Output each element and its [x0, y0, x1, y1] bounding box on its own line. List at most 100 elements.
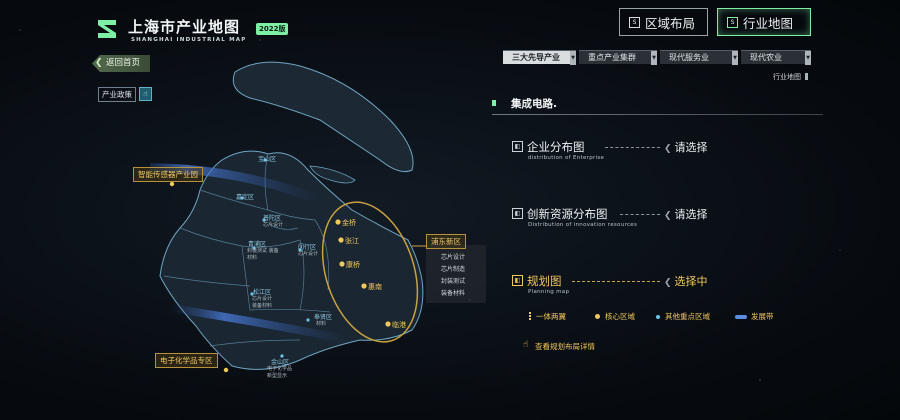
district-note: 芯片设计 [263, 222, 284, 228]
planning-map-icon: ◧ [512, 275, 523, 286]
pointer-hand-icon[interactable]: ☝ [523, 340, 529, 350]
planning-detail-link[interactable]: 查看规划布局详情 [535, 342, 595, 351]
enterprise-map-icon: ◧ [512, 141, 523, 152]
legend-label: 一体两翼 [536, 312, 566, 321]
district-label: 金山区 [271, 359, 290, 366]
category-tab-leading[interactable]: 三大先导产业 ▼ [503, 50, 576, 65]
industry-section-title: 集成电路. [511, 98, 557, 110]
district-note: 电子化学品 新型显示 [267, 366, 293, 379]
page-title: 上海市产业地图 [128, 18, 241, 36]
development-band-south [166, 304, 354, 344]
back-arrow-icon: ❮ [95, 58, 103, 68]
core-area-dots [169, 181, 391, 373]
map-name-text: 行业地图 [773, 73, 801, 81]
enterprise-select-button[interactable]: ❮请选择 [664, 139, 708, 155]
back-home-label: 返回首页 [106, 58, 141, 68]
item-subtitle: Planning map [528, 289, 570, 295]
core-site-label: 临港 [392, 321, 406, 329]
dropdown-arrow-icon[interactable]: ▼ [651, 51, 657, 65]
core-site-label: 张江 [345, 237, 359, 245]
item-title: 规划图 [527, 274, 562, 288]
legend-core-area: 核心区域 [594, 311, 635, 322]
legend-label: 发展带 [751, 312, 774, 321]
item-subtitle: Distribution of innovation resources [528, 222, 638, 228]
category-tab-cluster[interactable]: 重点产业集群 ▼ [579, 50, 657, 65]
item-title: 企业分布图 [527, 140, 585, 154]
chevron-left-icon: ❮ [664, 278, 672, 288]
district-label: 奉贤区 [314, 314, 333, 321]
dropdown-arrow-icon[interactable]: ▼ [570, 51, 576, 65]
category-tab-agriculture[interactable]: 现代农业 ▼ [741, 50, 811, 65]
chongming-island [232, 61, 414, 173]
dropdown-arrow-icon[interactable]: ▼ [732, 51, 738, 65]
district-label: 闵行区 [298, 244, 317, 251]
chevron-left-icon: ❮ [664, 211, 672, 221]
chemical-zone-callout[interactable]: 电子化学品专区 [155, 353, 218, 368]
dashed-line-icon [529, 312, 531, 321]
pudong-item: 封装测试 [441, 278, 466, 285]
category-label: 现代服务业 [669, 53, 709, 62]
pudong-item: 芯片制造 [441, 266, 466, 273]
category-tab-services[interactable]: 现代服务业 ▼ [660, 50, 738, 65]
tab-industry-map[interactable]: S 行业地图 [717, 8, 811, 36]
core-site-label: 金桥 [342, 219, 356, 227]
pudong-item: 装备材料 [441, 290, 466, 297]
legend-one-body-two-wings: 一体两翼 [528, 311, 566, 322]
industry-policy-button[interactable]: 产业政策 [98, 87, 136, 102]
item-connector [620, 214, 660, 215]
mainland-outline [159, 150, 424, 370]
district-label: 松江区 [253, 289, 272, 296]
district-borders [163, 153, 331, 347]
changxing-island [309, 165, 356, 184]
district-note: 封装测试 装备材料 [247, 248, 279, 261]
pudong-item: 芯片设计 [441, 254, 466, 261]
band-icon [735, 314, 747, 319]
legend-other-key-area: 其他重点区域 [655, 311, 710, 322]
pudong-panel [426, 245, 486, 303]
item-title: 创新资源分布图 [527, 207, 608, 221]
map-name-label: 行业地图 [773, 72, 808, 82]
sensor-park-callout[interactable]: 智能传感器产业园 [133, 167, 203, 182]
s-logo-icon [98, 20, 116, 38]
year-badge: 2022版 [256, 23, 289, 35]
item-subtitle: distribution of Enterprise [528, 155, 605, 161]
dropdown-arrow-icon[interactable]: ▼ [805, 51, 811, 65]
district-label: 普陀区 [263, 215, 282, 222]
pudong-callout[interactable]: 浦东新区 [426, 234, 466, 249]
district-note: 芯片设计 [298, 251, 319, 257]
category-label: 重点产业集群 [588, 53, 636, 62]
legend-development-belt: 发展带 [735, 311, 774, 322]
district-note: 芯片设计 装备材料 [252, 296, 273, 309]
core-site-label: 惠南 [368, 283, 382, 291]
core-site-label: 康桥 [346, 261, 360, 269]
legend-label: 其他重点区域 [665, 312, 710, 321]
key-area-dots [240, 158, 310, 358]
legend-label: 核心区域 [605, 312, 635, 321]
section-marker [492, 100, 496, 106]
district-label: 嘉定区 [236, 194, 255, 201]
section-divider [492, 114, 823, 115]
tab-region-label: 区域布局 [645, 15, 696, 31]
page-subtitle: SHANGHAI INDUSTRIAL MAP [131, 37, 247, 43]
category-label: 现代农业 [750, 53, 782, 62]
back-home-button[interactable]: ❮ 返回首页 [92, 55, 150, 72]
planning-select-button[interactable]: ❮选择中 [664, 273, 708, 289]
innovation-select-button[interactable]: ❮请选择 [664, 206, 708, 222]
chevron-left-icon: ❮ [664, 144, 672, 154]
district-label: 青浦区 [248, 241, 267, 248]
policy-hand-icon[interactable]: ☝ [139, 87, 152, 101]
item-connector [572, 281, 660, 282]
district-note: 材料 [316, 321, 327, 327]
region-tab-icon: S [629, 16, 640, 28]
select-label: 选择中 [674, 275, 708, 288]
select-label: 请选择 [674, 208, 708, 221]
tab-region-layout[interactable]: S 区域布局 [619, 8, 708, 36]
select-label: 请选择 [674, 141, 708, 154]
map-name-marker [805, 73, 808, 80]
core-dot-icon [595, 314, 600, 319]
category-label: 三大先导产业 [512, 53, 560, 62]
core-zone-ellipse [321, 201, 419, 343]
innovation-map-icon: ◧ [512, 208, 523, 219]
district-label: 宝山区 [258, 156, 277, 163]
